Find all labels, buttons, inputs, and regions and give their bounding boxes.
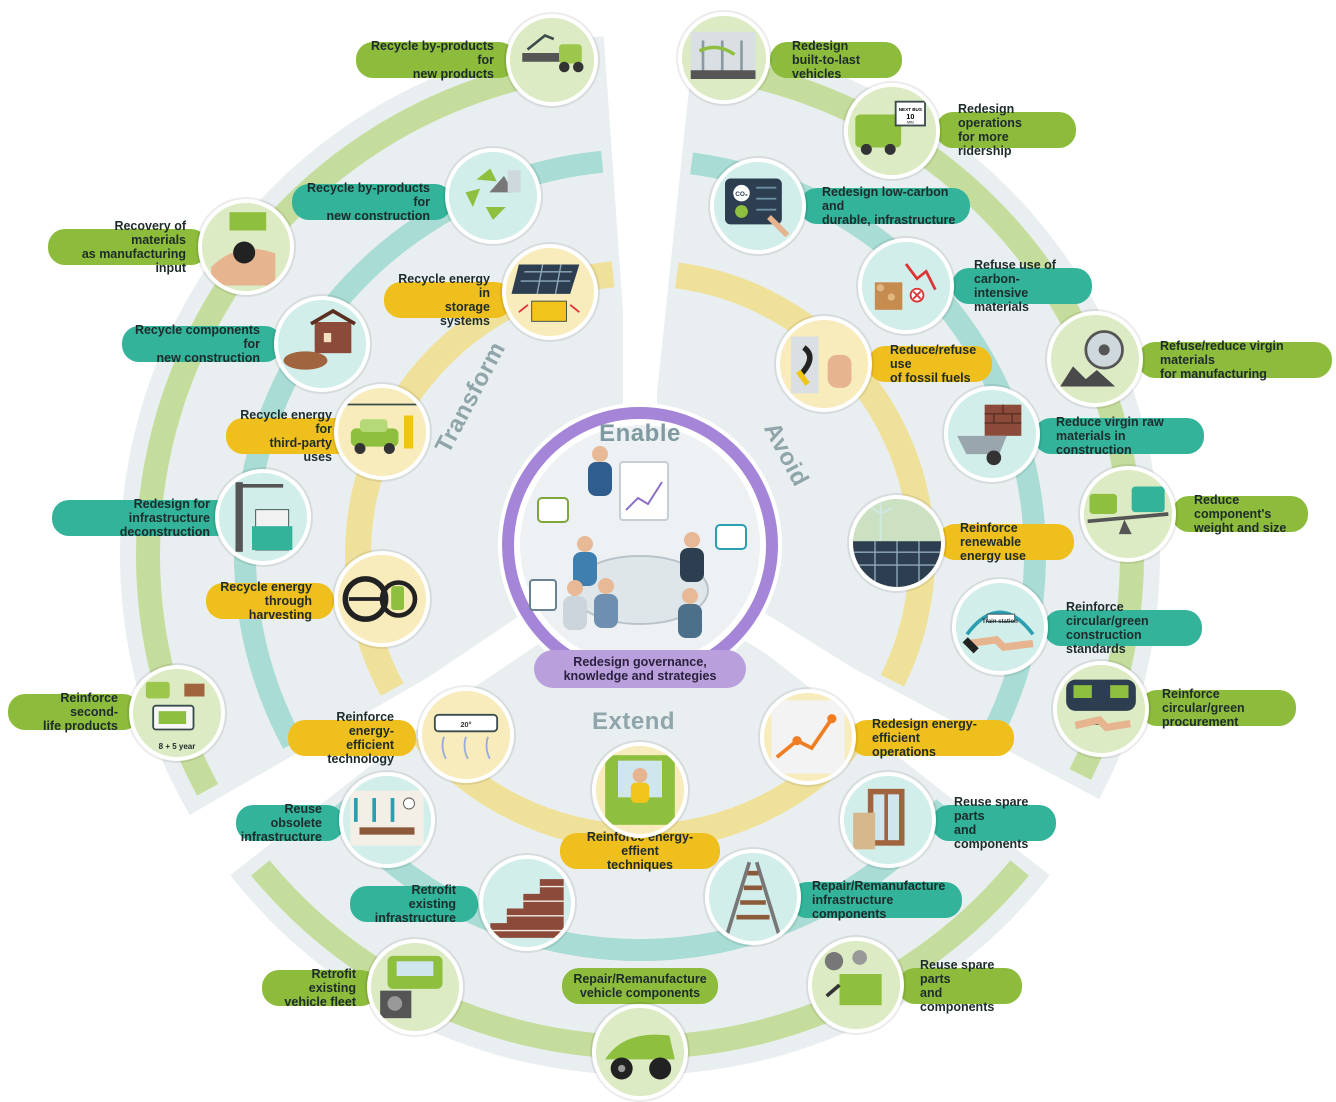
reinforce-energy-efficient-tech-pill[interactable]: Reinforce energy- efficient technology [288, 710, 416, 766]
redesign-low-carbon-infrastructure-pill[interactable]: Redesign low-carbon and durable, infrast… [800, 185, 970, 227]
enable-title: Enable [599, 420, 681, 447]
repair-vehicle-components-pill[interactable]: Repair/Remanufacture vehicle components [562, 968, 718, 1004]
svg-text:10: 10 [906, 112, 914, 121]
car-wheels-icon [592, 1004, 688, 1100]
driver-cab-icon [592, 742, 688, 838]
svg-text:MIN: MIN [907, 121, 914, 125]
money-bag-icon [537, 497, 569, 523]
brick-stairs-icon [479, 855, 575, 951]
person-body [563, 596, 587, 630]
toolbox-parts-icon [808, 937, 904, 1033]
person-head [577, 536, 593, 552]
hand-ore-icon [198, 199, 294, 295]
reinforce-green-construction-pill[interactable]: Reinforce circular/green construction st… [1044, 600, 1202, 656]
bus-seesaw-icon [1080, 466, 1176, 562]
conveyor-truck-icon [506, 14, 598, 106]
person-head [682, 588, 698, 604]
train-handshake-icon [1053, 661, 1149, 757]
cafe-interior-icon [339, 772, 435, 868]
fuel-nozzle-stop-icon [776, 316, 872, 412]
person-head [592, 446, 608, 462]
battery-years-label: 8 + 5 year [158, 742, 196, 751]
redesign-built-to-last-pill[interactable]: Redesign built-to-last vehicles [770, 39, 902, 81]
timber-chart-icon [858, 238, 954, 334]
crane-building-icon [215, 469, 311, 565]
repair-infrastructure-components-pill[interactable]: Repair/Remanufacture infrastructure comp… [790, 879, 962, 921]
train-interior-icon [678, 12, 770, 104]
reinforce-green-procurement-pill[interactable]: Reinforce circular/green procurement [1140, 687, 1296, 729]
gear-head-icon [715, 524, 747, 550]
wind-solar-icon [849, 495, 945, 591]
recycle-components-construction-pill[interactable]: Recycle components for new construction [122, 323, 282, 365]
redesign-energy-efficient-operations-pill[interactable]: Redesign energy-efficient operations [850, 717, 1014, 759]
recovery-materials-manufacturing-pill[interactable]: Recovery of materials as manufacturing i… [48, 219, 208, 275]
wheel-rocks-icon [1047, 311, 1143, 407]
recycle-energy-harvesting-pill[interactable]: Recycle energy through harvesting [206, 580, 334, 622]
route-map-icon [760, 689, 856, 785]
brick-house-icon [274, 296, 370, 392]
rail-track-icon [705, 849, 801, 945]
checklist-icon [529, 579, 557, 611]
svg-text:CO₂: CO₂ [735, 191, 748, 198]
person-body [573, 552, 597, 586]
person-body [594, 594, 618, 628]
redesign-operations-ridership-pill[interactable]: Redesign operations for more ridership [936, 102, 1076, 158]
person-body [678, 604, 702, 638]
sector-ring-arc [326, 799, 954, 961]
svg-text:NEXT BUS: NEXT BUS [899, 107, 922, 112]
reduce-component-weight-pill[interactable]: Reduce component's weight and size [1172, 493, 1308, 535]
reuse-spare-parts-outer-pill[interactable]: Reuse spare parts and components [898, 958, 1022, 1014]
reduce-virgin-raw-construction-pill[interactable]: Reduce virgin raw materials in construct… [1034, 415, 1204, 457]
train-station-sign: Train station [982, 619, 1018, 625]
train-station-handshake-icon [952, 579, 1048, 675]
person-head [684, 532, 700, 548]
recycle-arrows-icon [445, 148, 541, 244]
window-frames-icon [840, 772, 936, 868]
retrofit-existing-fleet-pill[interactable]: Retrofit existing vehicle fleet [262, 967, 378, 1009]
person-head [598, 578, 614, 594]
svg-text:20°: 20° [460, 720, 471, 729]
person-head [567, 580, 583, 596]
board-chart-line [625, 481, 663, 511]
recycle-energy-third-party-pill[interactable]: Recycle energy for third-party uses [226, 408, 354, 464]
brake-regeneration-icon [334, 551, 430, 647]
co2-tablet-icon: CO₂ [710, 158, 806, 254]
person-body [588, 462, 612, 496]
redesign-infrastructure-deconstruction-pill[interactable]: Redesign for infrastructure deconstructi… [52, 497, 232, 539]
presentation-board [619, 461, 669, 521]
reinforce-energy-efficient-techniques-pill[interactable]: Reinforce energy-effient techniques [560, 830, 720, 872]
reinforce-second-life-pill[interactable]: Reinforce second- life products [8, 691, 140, 733]
person-body [680, 548, 704, 582]
solar-battery-icon [502, 244, 598, 340]
refuse-carbon-intensive-pill[interactable]: Refuse use of carbon- intensive material… [952, 258, 1092, 314]
reinforce-renewable-energy-pill[interactable]: Reinforce renewable energy use [938, 521, 1074, 563]
vehicle-engine-icon [367, 939, 463, 1035]
recycle-energy-storage-pill[interactable]: Recycle energy in storage systems [384, 272, 512, 328]
ev-charging-icon [334, 384, 430, 480]
reuse-obsolete-infrastructure-pill[interactable]: Reuse obsolete infrastructure [236, 802, 344, 844]
redesign-governance-pill[interactable]: Redesign governance, knowledge and strat… [534, 650, 746, 688]
retrofit-existing-infrastructure-pill[interactable]: Retrofit existing infrastructure [350, 883, 478, 925]
refuse-virgin-materials-manufacturing-pill[interactable]: Refuse/reduce virgin materials for manuf… [1138, 339, 1332, 381]
sector-ring-arc [675, 262, 935, 687]
wheelbarrow-bricks-icon [944, 386, 1040, 482]
battery-second-life-icon [129, 665, 225, 761]
air-conditioner-icon: 20° [418, 687, 514, 783]
recycle-byproducts-new-products-pill[interactable]: Recycle by-products for new products [356, 39, 516, 81]
reduce-fossil-fuels-pill[interactable]: Reduce/refuse use of fossil fuels [868, 343, 992, 385]
sector-ring-arc [136, 53, 595, 796]
recycle-byproducts-new-construction-pill[interactable]: Recycle by-products for new construction [292, 181, 452, 223]
extend-sector-label: Extend [592, 708, 676, 735]
reuse-spare-parts-middle-pill[interactable]: Reuse spare parts and components [932, 795, 1056, 851]
